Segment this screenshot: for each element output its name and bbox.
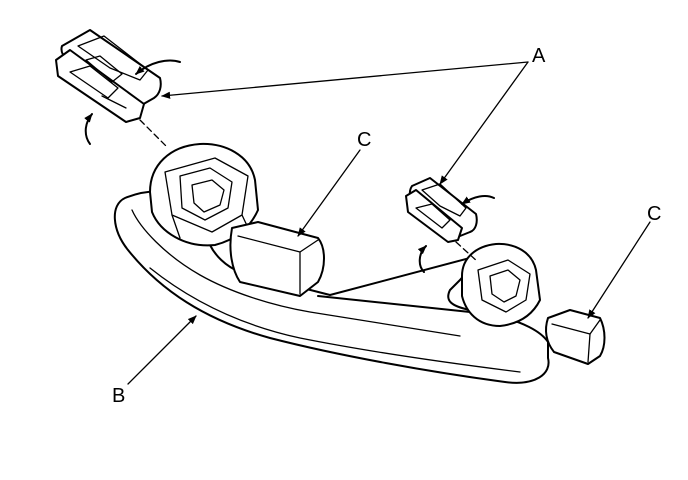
callout-c-left: C <box>357 129 371 151</box>
right-mount-boss <box>461 242 541 327</box>
leader-c-right <box>587 221 651 319</box>
right-cap <box>545 309 606 365</box>
leader-c-left <box>297 149 361 237</box>
leader-lines <box>127 61 651 385</box>
leader-b <box>127 315 197 385</box>
leader-a-left <box>161 61 529 99</box>
left-mount-boss <box>149 142 259 247</box>
callout-a: A <box>532 45 546 67</box>
leader-a-right <box>439 61 529 185</box>
callout-c-right: C <box>647 203 661 225</box>
left-cap <box>229 221 325 297</box>
callout-b: B <box>112 385 125 407</box>
right-clip <box>405 177 495 273</box>
left-clip <box>55 29 181 149</box>
grip-handle <box>113 190 550 384</box>
